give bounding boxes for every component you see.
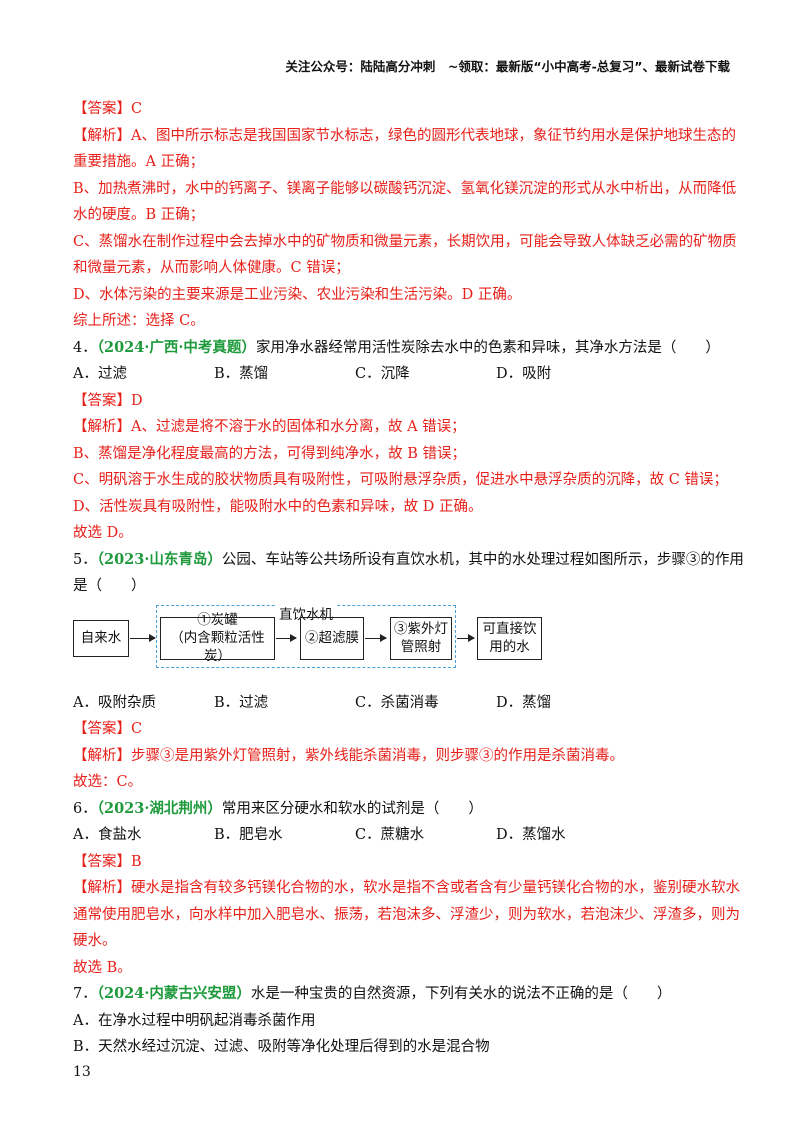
option-c: C．沉降 [355, 366, 410, 382]
analysis-line: C、蒸馏水在制作过程中会去掉水中的矿物质和微量元素，长期饮用，可能会导致人体缺乏… [73, 233, 737, 250]
uv-lamp-box: ③紫外灯 管照射 [390, 616, 452, 660]
option-a: A．吸附杂质 [73, 694, 156, 711]
machine-label: 直饮水机 [275, 602, 337, 623]
analysis-line: 【解析】A、图中所示标志是我国国家节水标志，绿色的圆形代表地球，象征节约用水是保… [73, 127, 736, 144]
analysis-line: 水的硬度。B 正确； [73, 207, 205, 223]
analysis-line: 【解析】步骤③是用紫外灯管照射，紫外线能杀菌消毒，则步骤③的作用是杀菌消毒。 [73, 747, 624, 764]
question-source: （2024·内蒙古兴安盟） [96, 985, 251, 1002]
answer-line: 【答案】C [73, 721, 143, 737]
analysis-line: 【解析】硬水是指含有较多钙镁化合物的水，软水是指不含或者含有少量钙镁化合物的水，… [73, 880, 740, 896]
ultrafiltration-box: ②超滤膜 [300, 616, 364, 660]
document-body: 【答案】C 【解析】A、图中所示标志是我国国家节水标志，绿色的圆形代表地球，象征… [73, 96, 744, 1061]
option-b: B．天然水经过沉淀、过滤、吸附等净化处理后得到的水是混合物 [73, 1039, 490, 1055]
option-d: D．吸附 [496, 366, 552, 382]
question-text: 公园、车站等公共场所设有直饮水机，其中的水处理过程如图所示，步骤③的作用 [221, 551, 744, 568]
question-stem: 5．（2023·山东青岛）公园、车站等公共场所设有直饮水机，其中的水处理过程如图… [73, 547, 744, 574]
option-a: A．在净水过程中明矾起消毒杀菌作用 [73, 1012, 316, 1029]
page-header: 关注公众号：陆陆高分冲刺 ~领取：最新版“小中高考-总复习”、最新试卷下载 [285, 59, 730, 74]
question-number: 6． [73, 800, 97, 817]
options-row: A．食盐水 B．肥皂水 C．蔗糖水 D．蒸馏水 [73, 822, 733, 849]
question-source: （2023·山东青岛） [96, 550, 222, 568]
option-d: D．蒸馏水 [496, 827, 566, 843]
question-stem: 4．（2024·广西·中考真题）家用净水器经常用活性炭除去水中的色素和异味，其净… [73, 335, 733, 362]
conclusion-line: 故选 B。 [73, 959, 132, 976]
question-number: 4． [73, 339, 97, 356]
question-text: 水是一种宝贵的自然资源，下列有关水的说法不正确的是（ ） [250, 986, 672, 1002]
analysis-line: 【解析】A、过滤是将不溶于水的固体和水分离，故 A 错误； [73, 419, 466, 435]
option-d: D．蒸馏 [496, 694, 552, 711]
options-row: A．过滤 B．蒸馏 C．沉降 D．吸附 [73, 361, 733, 388]
tap-water-box: 自来水 [73, 619, 129, 657]
arrow-icon [365, 633, 387, 642]
question-text-cont: 是（ ） [73, 578, 146, 594]
page-number: 13 [73, 1064, 91, 1080]
question-stem: 7．（2024·内蒙古兴安盟）水是一种宝贵的自然资源，下列有关水的说法不正确的是… [73, 981, 733, 1008]
option-b: B．蒸馏 [214, 366, 269, 382]
question-text: 常用来区分硬水和软水的试剂是（ ） [221, 800, 483, 817]
analysis-line: 通常使用肥皂水，向水样中加入肥皂水、振荡，若泡沫多、浮渣少，则为软水，若泡沫少、… [73, 906, 740, 923]
conclusion-line: 故选 D。 [73, 525, 133, 541]
option-c: C．杀菌消毒 [355, 694, 439, 711]
analysis-line: D、活性炭具有吸附性，能吸附水中的色素和异味，故 D 正确。 [73, 498, 483, 515]
option-c: C．蔗糖水 [355, 827, 425, 843]
option-b: B．过滤 [214, 694, 269, 711]
question-source: （2024·广西·中考真题） [96, 338, 256, 356]
analysis-line: 硬水。 [73, 933, 117, 949]
option-a: A．过滤 [73, 366, 127, 382]
options-row: A．吸附杂质 B．过滤 C．杀菌消毒 D．蒸馏 [73, 690, 733, 717]
question-stem: 6．（2023·湖北荆州）常用来区分硬水和软水的试剂是（ ） [73, 796, 733, 823]
arrow-icon [276, 633, 297, 642]
option-b: B．肥皂水 [214, 827, 283, 843]
answer-line: 【答案】D [73, 392, 143, 409]
arrow-icon [457, 633, 475, 642]
question-text: 家用净水器经常用活性炭除去水中的色素和异味，其净水方法是（ ） [255, 339, 720, 356]
question-number: 7． [73, 986, 97, 1002]
water-process-diagram: 直饮水机 自来水 ①炭罐 （内含颗粒活性炭） ②超滤膜 ③紫外灯 管照射 可直接… [73, 602, 733, 686]
answer-line: 【答案】B [73, 853, 142, 870]
analysis-line: D、水体污染的主要来源是工业污染、农业污染和生活污染。D 正确。 [73, 286, 522, 303]
conclusion-line: 综上所述：选择 C。 [73, 313, 205, 329]
conclusion-line: 故选：C。 [73, 774, 143, 790]
option-a: A．食盐水 [73, 827, 142, 843]
analysis-line: 和微量元素，从而影响人体健康。C 错误； [73, 260, 350, 276]
analysis-line: C、明矾溶于水生成的胶状物质具有吸附性，可吸附悬浮杂质，促进水中悬浮杂质的沉降，… [73, 472, 728, 488]
question-number: 5． [73, 551, 97, 568]
analysis-line: 重要措施。A 正确； [73, 154, 205, 170]
drinkable-water-box: 可直接饮 用的水 [477, 616, 542, 660]
answer-line: 【答案】C [73, 101, 143, 117]
question-source: （2023·湖北荆州） [96, 799, 222, 817]
arrow-icon [130, 633, 156, 642]
analysis-line: B、加热煮沸时，水中的钙离子、镁离子能够以碳酸钙沉淀、氢氧化镁沉淀的形式从水中析… [73, 180, 737, 197]
analysis-line: B、蒸馏是净化程度最高的方法，可得到纯净水，故 B 错误； [73, 445, 467, 462]
carbon-tank-box: ①炭罐 （内含颗粒活性炭） [160, 612, 275, 664]
